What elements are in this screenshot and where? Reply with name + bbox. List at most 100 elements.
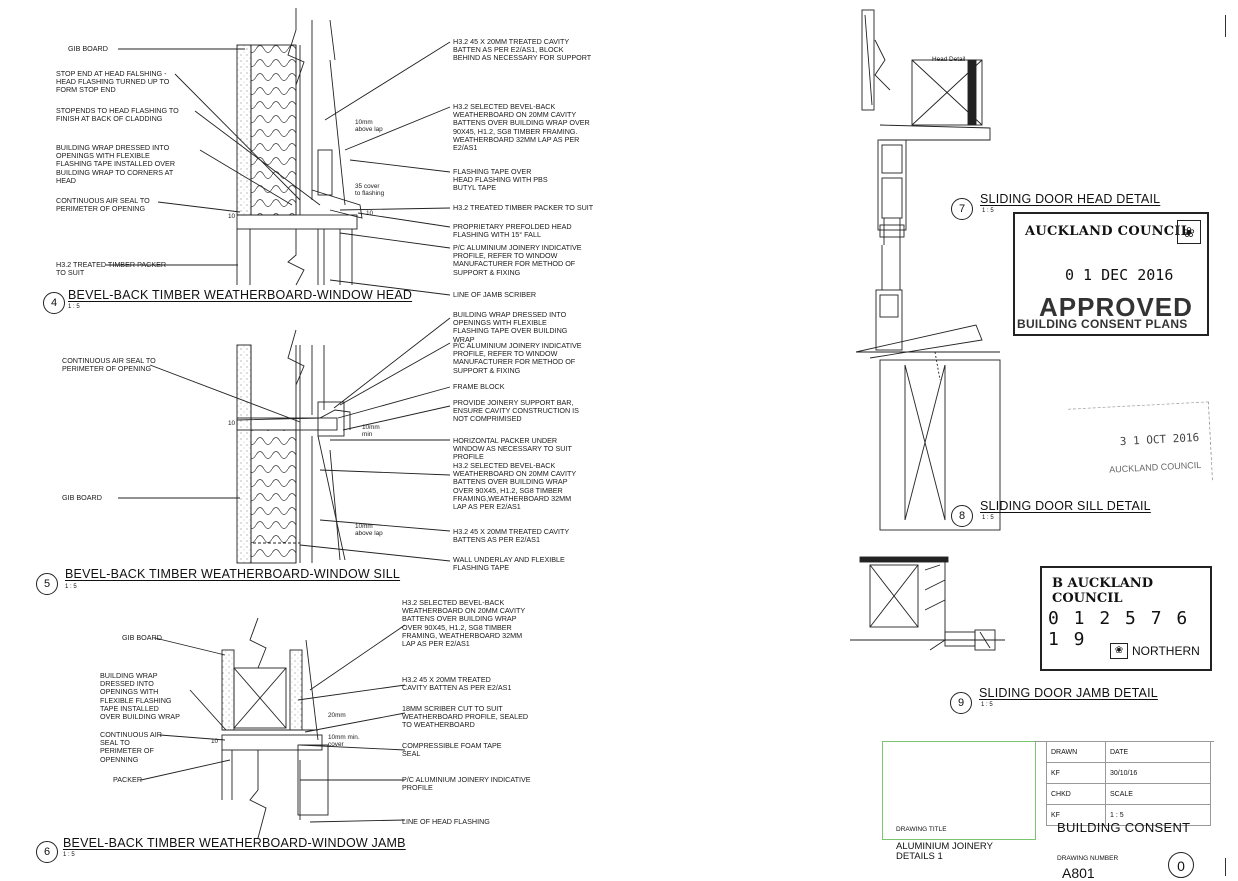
note-building-wrap-jamb: BUILDING WRAP DRESSED INTO OPENINGS WITH… — [100, 671, 180, 722]
detail-6-number: 6 — [36, 841, 58, 863]
dim-sill-above-lap: 10mm above lap — [355, 523, 383, 537]
detail-5-scale: 1 : 5 — [65, 584, 77, 590]
note-joinery-sill: P/C ALUMINIUM JOINERY INDICATIVE PROFILE… — [453, 341, 582, 375]
detail-7-title: SLIDING DOOR HEAD DETAIL — [980, 192, 1161, 206]
detail-9-number: 9 — [950, 692, 972, 714]
detail-6-scale: 1 : 5 — [63, 852, 75, 858]
dim-head-10a: 10 — [228, 213, 236, 220]
detail-6-title: BEVEL-BACK TIMBER WEATHERBOARD-WINDOW JA… — [63, 836, 406, 850]
note-packer-jamb: PACKER — [113, 775, 143, 784]
drawing-number: A801 — [1062, 865, 1095, 881]
approved-stamp-sub: BUILDING CONSENT PLANS — [1017, 317, 1188, 331]
detail-7-number: 7 — [951, 198, 973, 220]
note-stopends: STOPENDS TO HEAD FLASHING TO FINISH AT B… — [56, 106, 179, 124]
note-support-bar: PROVIDE JOINERY SUPPORT BAR, ENSURE CAVI… — [453, 398, 579, 424]
dim-sill-10: 10 — [228, 420, 236, 427]
drawing-title: ALUMINIUM JOINERY DETAILS 1 — [896, 841, 993, 862]
door-head-label: Head Detail — [932, 56, 966, 63]
received-stamp-council: AUCKLAND COUNCIL — [1109, 459, 1202, 475]
council-crest-icon: ❀ — [1177, 220, 1201, 244]
note-joinery-head: P/C ALUMINIUM JOINERY INDICATIVE PROFILE… — [453, 243, 582, 277]
note-frame-block: FRAME BLOCK — [453, 382, 505, 391]
dim-head-10b: 10 — [366, 210, 374, 217]
scale-label: SCALE — [1105, 783, 1211, 805]
note-weatherboard-head: H3.2 SELECTED BEVEL-BACK WEATHERBOARD ON… — [453, 102, 590, 153]
edge-mark-top — [1225, 15, 1226, 37]
note-stop-end: STOP END AT HEAD FALSHING - HEAD FLASHIN… — [56, 69, 170, 95]
consent-number-stamp: B AUCKLAND COUNCIL 0 1 2 5 7 6 1 9 ❀ NOR… — [1040, 566, 1212, 671]
edge-mark-bottom — [1225, 858, 1226, 876]
approved-stamp-word: APPROVED — [1039, 292, 1193, 322]
note-weatherboard-jamb: H3.2 SELECTED BEVEL-BACK WEATHERBOARD ON… — [402, 598, 526, 649]
note-head-flashing-line: LINE OF HEAD FLASHING — [402, 817, 490, 826]
dim-sill-min: 10mm min — [362, 424, 380, 438]
chkd-label: CHKD — [1046, 783, 1106, 805]
consent-number: 0 1 2 5 7 6 1 9 — [1048, 608, 1190, 650]
detail-9-title: SLIDING DOOR JAMB DETAIL — [979, 686, 1158, 700]
title-block-status: BUILDING CONSENT — [1057, 820, 1191, 835]
received-stamp-date: 3 1 OCT 2016 — [1119, 430, 1200, 449]
note-air-seal-head: CONTINUOUS AIR SEAL TO PERIMETER OF OPEN… — [56, 196, 150, 214]
note-gib-board-sill: Gib BOARD — [62, 493, 102, 502]
date-value: 30/10/16 — [1105, 762, 1211, 784]
note-jamb-scriber: LINE OF JAMB SCRIBER — [453, 290, 537, 299]
approved-stamp-date: 0 1 DEC 2016 — [1065, 266, 1174, 284]
detail-5-drawing — [118, 317, 451, 564]
note-gib-board-head: Gib BOARD — [68, 44, 108, 53]
detail-4-drawing — [106, 8, 451, 296]
note-air-seal-sill: CONTINUOUS AIR SEAL TO PERIMETER OF OPEN… — [62, 356, 156, 374]
title-block-grid: DRAWN DATE KF 30/10/16 CHKD SCALE KF 1 :… — [1046, 741, 1211, 826]
scale-value: 1 : 5 — [1105, 804, 1211, 826]
revision-circle: 0 — [1168, 852, 1194, 878]
detail-7-drawing — [861, 9, 991, 245]
drawing-title-label: DRAWING TITLE — [896, 826, 947, 833]
date-label: DATE — [1105, 741, 1211, 763]
approved-stamp-council: AUCKLAND COUNCIL — [1025, 224, 1191, 239]
note-scriber: 18mm SCRIBER CUT TO SUIT WEATHERBOARD PR… — [402, 704, 529, 730]
detail-4-number: 4 — [43, 292, 65, 314]
detail-7-scale: 1 : 5 — [982, 208, 994, 214]
approved-stamp: AUCKLAND COUNCIL ❀ 0 1 DEC 2016 APPROVED… — [1013, 212, 1209, 336]
note-building-wrap-head: BUILDING WRAP DRESSED INTO OPENINGS WITH… — [56, 143, 176, 185]
detail-4-title: BEVEL-BACK TIMBER WEATHERBOARD-WINDOW HE… — [68, 288, 413, 302]
consent-stamp-region: NORTHERN — [1132, 644, 1200, 658]
note-horizontal-packer: HORIZONTAL PACKER UNDER WINDOW AS NECESS… — [453, 436, 572, 462]
detail-4-scale: 1 : 5 — [68, 304, 80, 310]
detail-5-title: BEVEL-BACK TIMBER WEATHERBOARD-WINDOW SI… — [65, 567, 401, 581]
note-cavity-batten-head: H3.2 45 x 20mm TREATED CAVITY BATTEN AS … — [453, 37, 592, 63]
note-wall-underlay: WALL UNDERLAY AND FLEXIBLE FLASHING TAPE — [453, 555, 565, 573]
detail-5-number: 5 — [36, 573, 58, 595]
detail-8-title: SLIDING DOOR SILL DETAIL — [980, 499, 1151, 513]
dim-jamb-20: 20mm — [328, 712, 346, 719]
consent-stamp-council: B AUCKLAND COUNCIL — [1052, 576, 1153, 606]
detail-8-scale: 1 : 5 — [982, 515, 994, 521]
note-air-seal-jamb: CONTINUOUS AIR SEAL TO PERIMETER OF OPEN… — [100, 730, 162, 764]
note-timber-packer: H3.2 TREATED TIMBER PACKER TO SUIT — [453, 203, 594, 212]
dim-jamb-cover: 10mm min. cover — [328, 734, 360, 748]
note-head-flashing: PROPRIETARY PREFOLDED HEAD FLASHING WITH… — [453, 222, 572, 240]
northern-logo-icon: ❀ — [1110, 643, 1128, 659]
received-stamp: 3 1 OCT 2016 AUCKLAND COUNCIL — [1068, 401, 1213, 488]
note-cavity-batten-sill: H3.2 45 x 20mm TREATED CAVITY BATTENS AS… — [453, 527, 570, 545]
chkd-value: KF — [1046, 804, 1106, 826]
note-cavity-batten-jamb: H3.2 45 x 20mm TREATED CAVITY BATTEN AS … — [402, 675, 512, 693]
drawing-number-label: DRAWING NUMBER — [1057, 855, 1119, 862]
note-joinery-jamb: P/C ALUMINIUM JOINERY INDICATIVE PROFILE — [402, 775, 531, 793]
note-building-wrap-sill: BUILDING WRAP DRESSED INTO OPENINGS WITH… — [453, 310, 568, 344]
detail-8-number: 8 — [951, 505, 973, 527]
detail-8-drawing — [855, 245, 1001, 531]
sheet-border-line — [1034, 741, 1214, 742]
note-gib-board-jamb: Gib BOARD — [122, 633, 162, 642]
detail-6-drawing — [140, 617, 406, 839]
detail-9-scale: 1 : 5 — [981, 702, 993, 708]
note-packer-head: H3.2 TREATED TIMBER PACKER TO SUIT — [56, 260, 167, 278]
dim-jamb-10: 10 — [211, 738, 219, 745]
note-flashing-tape: FLASHING TAPE OVER HEAD FLASHING WITH PB… — [453, 167, 548, 193]
dim-head-cover: 35 cover to flashing — [355, 183, 385, 197]
drawn-value: KF — [1046, 762, 1106, 784]
note-weatherboard-sill: H3.2 SELECTED BEVEL-BACK WEATHERBOARD ON… — [453, 461, 577, 512]
logo-box — [882, 741, 1036, 840]
detail-9-drawing — [850, 556, 1005, 651]
note-foam-tape: COMPRESSIBLE FOAM TAPE SEAL — [402, 741, 502, 759]
